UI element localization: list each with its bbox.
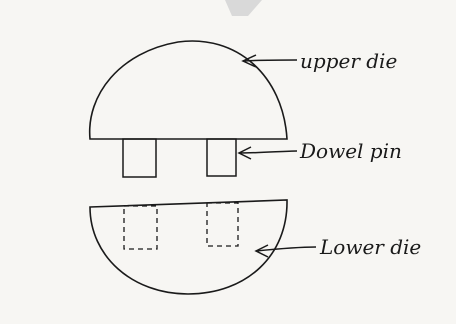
lower-die-label: Lower die	[319, 235, 421, 259]
upper-die-label: upper die	[300, 49, 397, 73]
dowel-pin-label: Dowel pin	[299, 139, 402, 163]
